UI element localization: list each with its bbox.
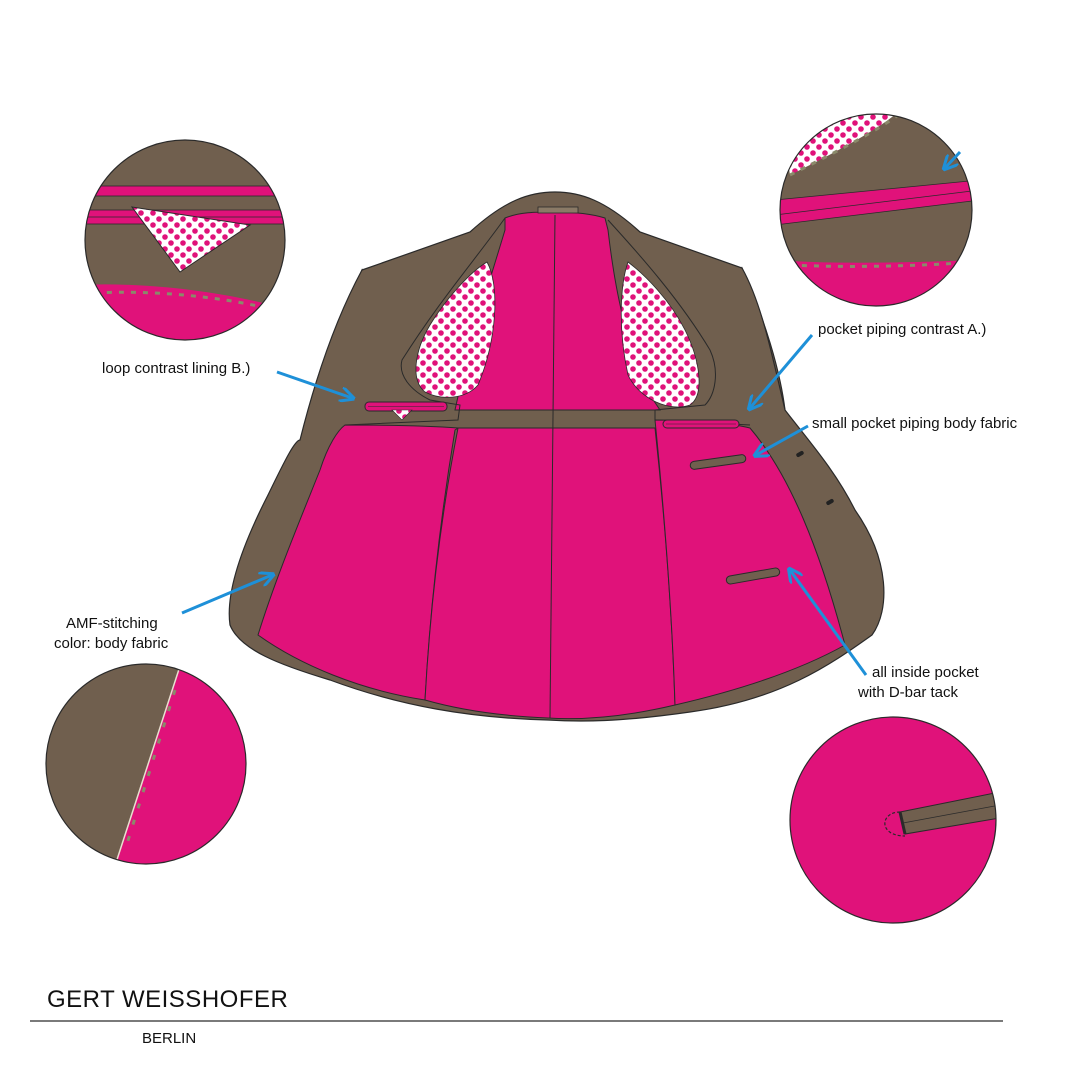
- callout-arrow: [756, 424, 809, 455]
- brand-city: BERLIN: [142, 1030, 196, 1047]
- inside-lower-pocket: [725, 567, 781, 585]
- label-inside-line1: all inside pocket: [872, 664, 980, 681]
- callout-arrow: [276, 370, 352, 398]
- label-loop-lining: loop contrast lining B.): [102, 360, 250, 377]
- label-amf-line1: AMF-stitching: [66, 615, 158, 632]
- left-polka-facing: [415, 261, 496, 398]
- callout-arrow: [945, 150, 962, 168]
- detail-circle-stitching: [45, 663, 247, 865]
- label-amf-line2: color: body fabric: [54, 635, 169, 652]
- hanger-loop: [537, 206, 579, 214]
- callout-arrow: [750, 334, 814, 408]
- callout-arrow: [790, 570, 868, 676]
- detail-circle-dbar: [789, 716, 997, 924]
- right-polka-facing: [620, 261, 700, 408]
- buttonhole: [796, 451, 804, 457]
- detail-circle-piping: [779, 113, 973, 307]
- label-inside-line2: with D-bar tack: [857, 684, 959, 701]
- right-front-lining: [654, 419, 846, 706]
- center-back-seam: [549, 214, 556, 719]
- buttonhole: [826, 499, 834, 505]
- right-lapel: [607, 219, 751, 426]
- callout-arrows: [181, 334, 868, 676]
- loop-triangle: [391, 409, 413, 421]
- label-small-pocket: small pocket piping body fabric: [812, 415, 1018, 432]
- small-pocket: [689, 454, 747, 470]
- left-lapel: [344, 217, 506, 426]
- jacket-illustration: [228, 191, 885, 722]
- label-pocket-piping: pocket piping contrast A.): [818, 321, 986, 338]
- detail-circle-loop: [84, 139, 286, 341]
- callout-arrow: [181, 575, 272, 615]
- brand-name: GERT WEISSHOFER: [47, 986, 288, 1013]
